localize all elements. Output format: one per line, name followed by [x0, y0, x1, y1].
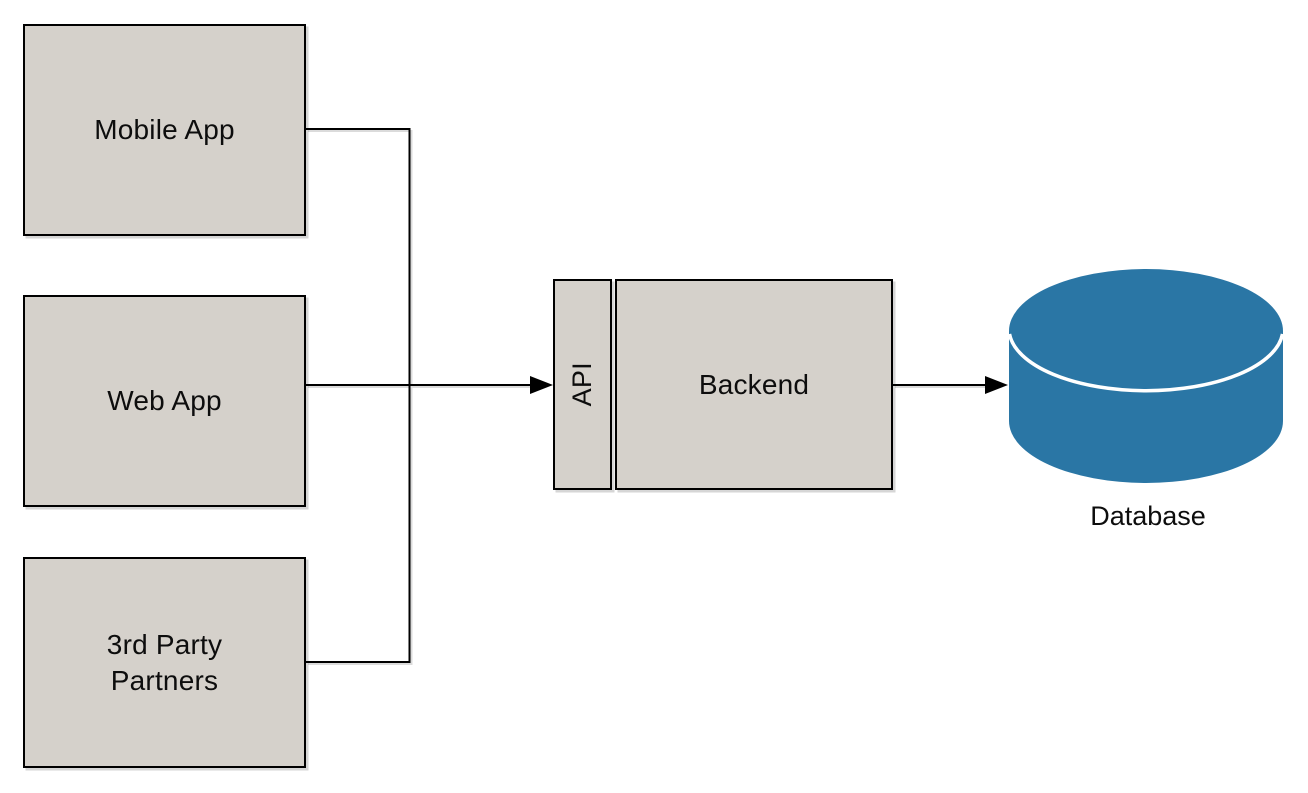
node-api: API — [553, 279, 612, 490]
arrowheads — [530, 376, 1008, 394]
node-mobile-app: Mobile App — [23, 24, 306, 236]
arrowhead-into-api — [530, 376, 553, 394]
node-web-app-label: Web App — [107, 385, 222, 417]
node-third-party-partners: 3rd Party Partners — [23, 557, 306, 768]
database-cylinder-body — [1009, 269, 1283, 483]
node-third-party-partners-label: 3rd Party Partners — [106, 628, 223, 696]
node-backend-label: Backend — [698, 368, 810, 400]
database-cylinder — [1007, 269, 1285, 483]
node-web-app: Web App — [23, 295, 306, 507]
node-backend: Backend — [615, 279, 893, 490]
connector-lines — [306, 128, 986, 663]
database-cylinder-separator — [1007, 333, 1285, 393]
node-api-label: API — [567, 362, 598, 407]
arrowhead-into-database — [985, 376, 1008, 394]
node-mobile-app-label: Mobile App — [94, 114, 235, 146]
node-database-label: Database — [1090, 501, 1206, 531]
